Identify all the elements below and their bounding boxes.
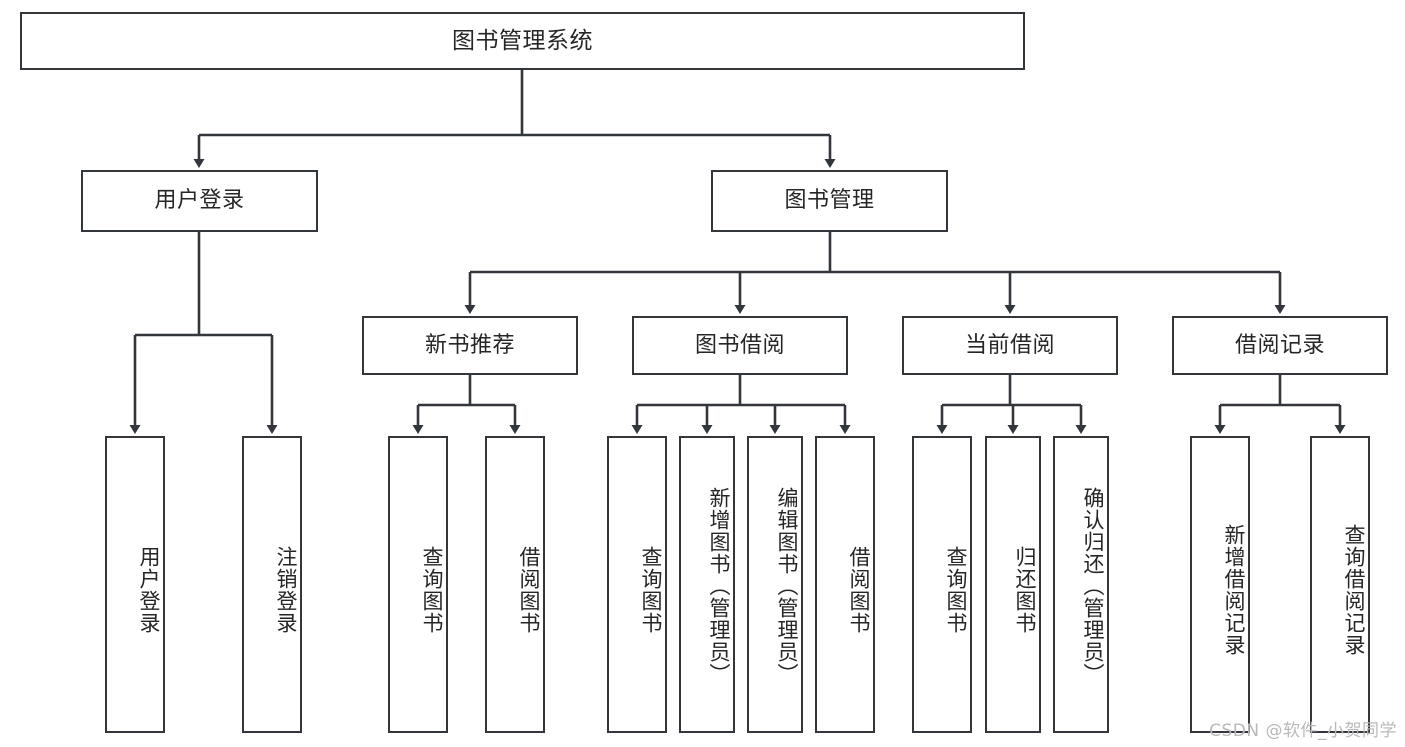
node-leaf-user-logout-label: 注销登录: [274, 545, 298, 634]
node-leaf-query-book-2[interactable]: 查询图书: [607, 436, 667, 733]
node-leaf-return-book-label: 归还图书: [1013, 545, 1037, 634]
node-borrow-record-label: 借阅记录: [1234, 332, 1325, 358]
node-leaf-query-book-3[interactable]: 查询图书: [912, 436, 972, 733]
node-leaf-user-login[interactable]: 用户登录: [105, 436, 165, 733]
node-book-borrow[interactable]: 图书借阅: [632, 316, 848, 375]
node-leaf-add-record-label: 新增借阅记录: [1222, 523, 1246, 656]
node-leaf-borrow-book-1[interactable]: 借阅图书: [485, 436, 545, 733]
node-leaf-query-book-2-label: 查询图书: [639, 545, 663, 634]
node-leaf-query-book-1-label: 查询图书: [420, 545, 444, 634]
node-new-book-recommend[interactable]: 新书推荐: [362, 316, 578, 375]
node-leaf-user-login-label: 用户登录: [137, 545, 161, 634]
node-user-login[interactable]: 用户登录: [81, 170, 318, 232]
node-book-manage-label: 图书管理: [784, 188, 875, 214]
node-root-label: 图书管理系统: [452, 27, 593, 54]
node-borrow-record[interactable]: 借阅记录: [1172, 316, 1388, 375]
node-book-borrow-label: 图书借阅: [694, 332, 785, 358]
node-leaf-confirm-return[interactable]: 确认归还（管理员）: [1053, 436, 1109, 733]
node-leaf-edit-book[interactable]: 编辑图书（管理员）: [747, 436, 803, 733]
node-leaf-user-logout[interactable]: 注销登录: [242, 436, 302, 733]
watermark: CSDN @软件_小贺同学: [1209, 721, 1397, 741]
node-leaf-query-book-3-label: 查询图书: [944, 545, 968, 634]
node-leaf-add-book[interactable]: 新增图书（管理员）: [679, 436, 735, 733]
node-leaf-add-book-label: 新增图书（管理员）: [707, 486, 731, 685]
node-user-login-label: 用户登录: [154, 188, 245, 214]
node-current-borrow-label: 当前借阅: [964, 332, 1055, 358]
node-current-borrow[interactable]: 当前借阅: [902, 316, 1118, 375]
node-root[interactable]: 图书管理系统: [20, 12, 1025, 70]
node-leaf-query-record[interactable]: 查询借阅记录: [1310, 436, 1370, 733]
node-leaf-borrow-book-2[interactable]: 借阅图书: [815, 436, 875, 733]
node-book-manage[interactable]: 图书管理: [711, 170, 948, 232]
node-leaf-edit-book-label: 编辑图书（管理员）: [775, 486, 799, 685]
node-leaf-confirm-return-label: 确认归还（管理员）: [1081, 486, 1105, 685]
node-leaf-return-book[interactable]: 归还图书: [985, 436, 1041, 733]
node-leaf-query-book-1[interactable]: 查询图书: [388, 436, 448, 733]
node-leaf-borrow-book-1-label: 借阅图书: [517, 545, 541, 634]
node-leaf-query-record-label: 查询借阅记录: [1342, 523, 1366, 656]
node-new-book-recommend-label: 新书推荐: [424, 332, 515, 358]
node-leaf-add-record[interactable]: 新增借阅记录: [1190, 436, 1250, 733]
node-leaf-borrow-book-2-label: 借阅图书: [847, 545, 871, 634]
